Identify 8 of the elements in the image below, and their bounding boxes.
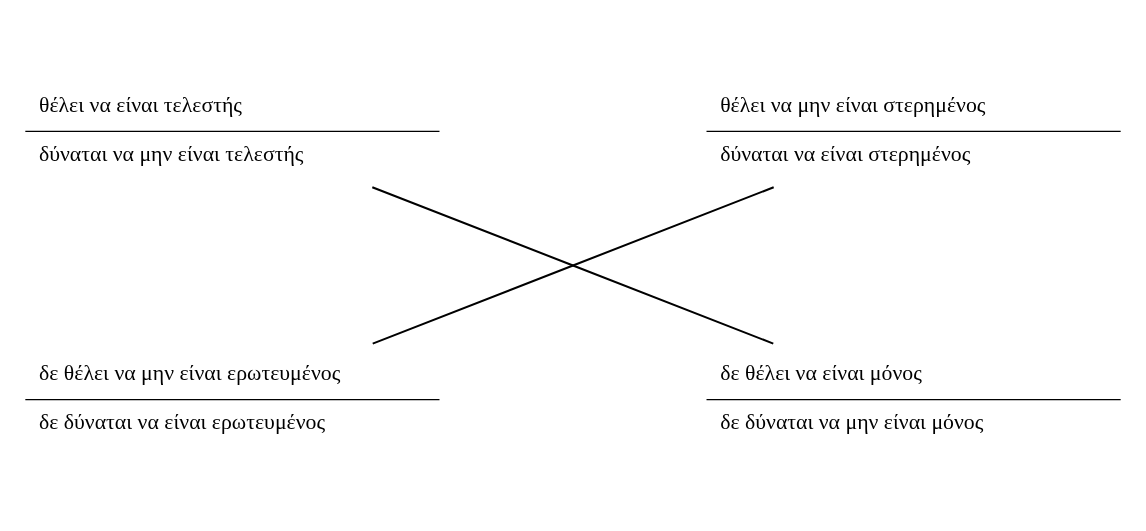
node-label: δε δύναται να είναι ερωτευμένος xyxy=(38,410,326,435)
node-label: θέλει να είναι τελεστής xyxy=(38,92,242,117)
node-label: δύναται να είναι στερημένος xyxy=(720,142,971,167)
node-label: δε δύναται να μην είναι μόνος xyxy=(720,410,984,435)
node-label: δε θέλει να είναι μόνος xyxy=(720,361,922,386)
node-label: δύναται να μην είναι τελεστής xyxy=(38,142,304,167)
node-label: θέλει να μην είναι στερημένος xyxy=(720,92,986,117)
node-label: δε θέλει να μην είναι ερωτευμένος xyxy=(38,361,341,386)
